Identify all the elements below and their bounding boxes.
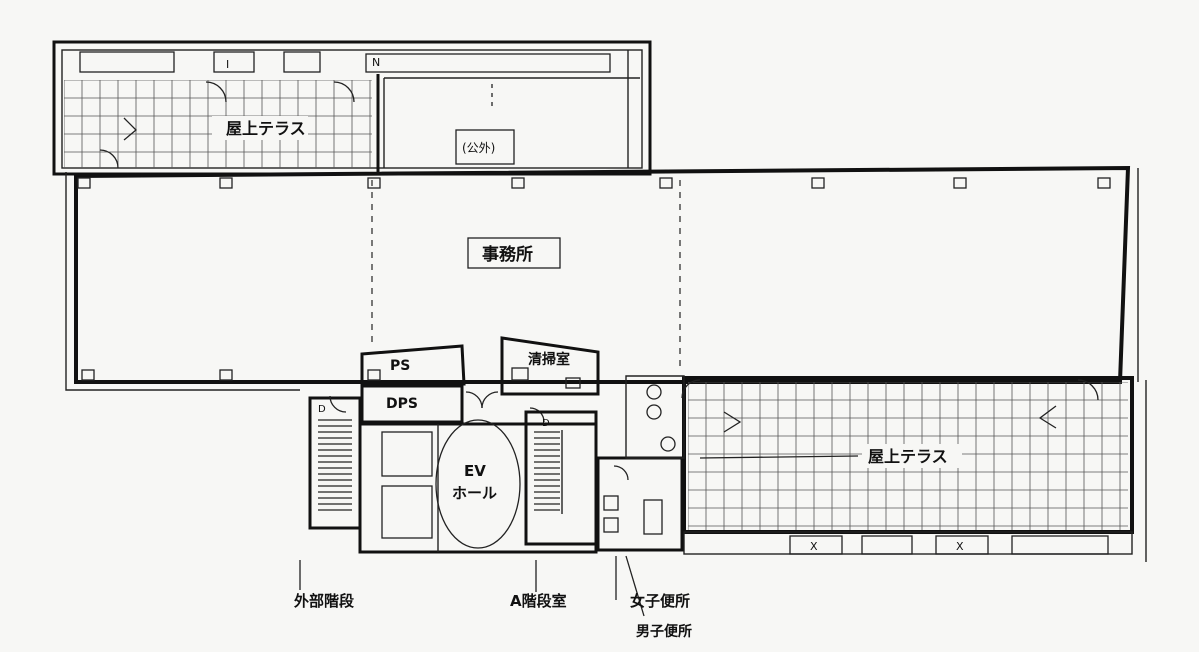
column-marker [811, 177, 825, 189]
column-marker [1097, 177, 1111, 189]
column-marker [659, 177, 673, 189]
office-label: 事務所 [482, 244, 533, 265]
mens-wc-callout: 男子便所 [636, 623, 692, 640]
stair-treads-external [318, 419, 352, 511]
cleaning-room-label: 清掃室 [528, 351, 570, 368]
callout-leaders [299, 555, 645, 617]
ev-hall-label: ホール [452, 484, 497, 502]
door-d1-label: D [318, 404, 326, 415]
ev-label: EV [464, 462, 486, 480]
right-roof-terrace: X X 屋上テラス [681, 376, 1147, 562]
roof-terrace-right-label: 屋上テラス [868, 447, 948, 466]
stair-treads [534, 431, 560, 511]
a-stairwell: D [524, 410, 598, 546]
column-marker [367, 369, 381, 381]
svg-text:X: X [956, 540, 964, 553]
dps-label: DPS [386, 396, 418, 412]
svg-text:N: N [372, 56, 380, 69]
column-markers [77, 177, 1111, 381]
svg-text:I: I [226, 58, 229, 71]
column-marker [77, 177, 91, 189]
ps-label: PS [390, 358, 410, 374]
roof-terrace-top-label: 屋上テラス [226, 119, 306, 138]
upper-roof-terrace: I N 屋上テラス (公外) [52, 40, 652, 176]
a-stairwell-callout: A階段室 [510, 592, 567, 610]
external-stairs: D [308, 395, 362, 530]
door-d2-label: D [542, 418, 550, 429]
svg-text:X: X [810, 540, 818, 553]
column-marker [511, 177, 525, 189]
office-area: 事務所 [65, 165, 1139, 391]
external-stairs-callout: 外部階段 [293, 592, 354, 610]
womens-wc-callout: 女子便所 [630, 592, 690, 610]
column-marker [219, 369, 233, 381]
column-marker [219, 177, 233, 189]
column-marker [953, 177, 967, 189]
toilets [596, 375, 685, 552]
equipment-label: (公外) [462, 141, 495, 155]
column-marker [81, 369, 95, 381]
column-marker [367, 177, 381, 189]
